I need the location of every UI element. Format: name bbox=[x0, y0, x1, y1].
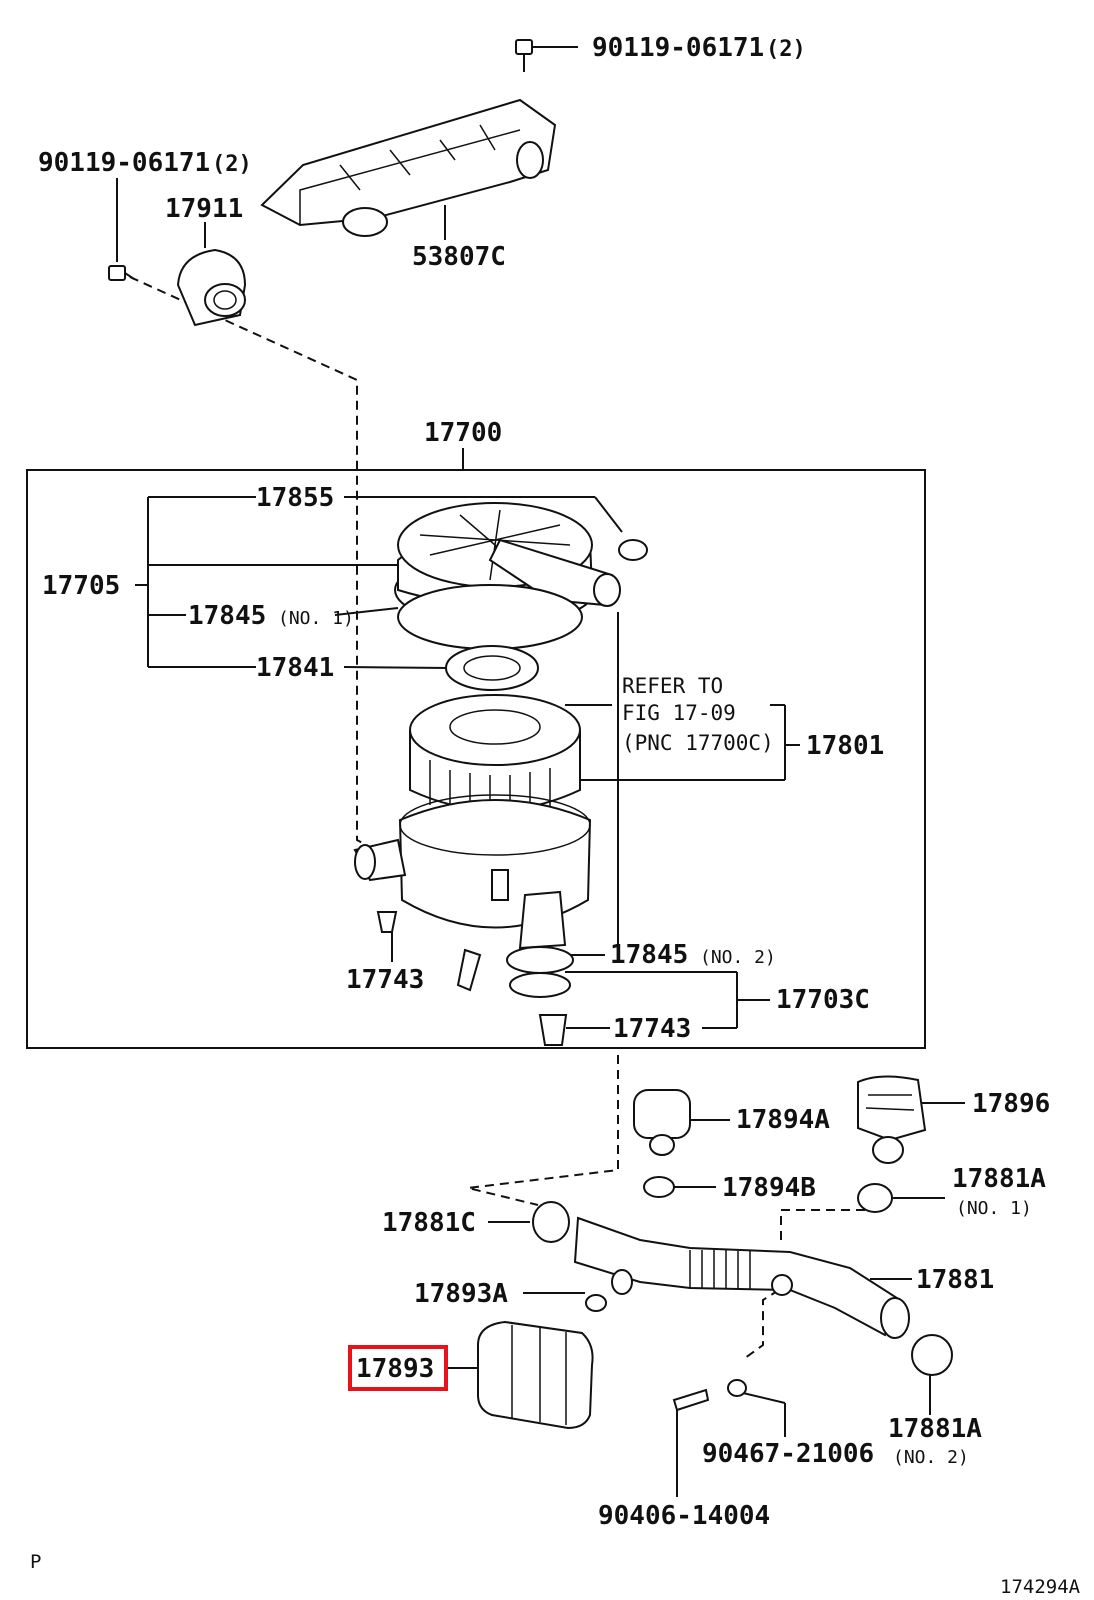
part-number: 17881A bbox=[952, 1164, 1046, 1194]
refer-line-1: REFER TO bbox=[622, 674, 723, 698]
part-label-seal-ring[interactable]: 17841 bbox=[256, 653, 334, 683]
part-label-clip-90467[interactable]: 90467-21006 bbox=[702, 1439, 874, 1469]
duct-shape bbox=[260, 98, 557, 237]
part-label-hose[interactable]: 17881 bbox=[916, 1265, 994, 1295]
part-label-bolt-left[interactable]: 90119-06171 (2) bbox=[38, 148, 252, 178]
clamp-881c-shape bbox=[532, 1201, 570, 1243]
part-note: (NO. 1) bbox=[956, 1198, 1032, 1219]
pin-90406-shape bbox=[672, 1388, 710, 1412]
resonator-a-shape bbox=[633, 1089, 691, 1156]
part-label-duct-top[interactable]: 53807C bbox=[412, 242, 506, 272]
bracket-shape bbox=[176, 248, 247, 327]
clamp-881a-no2-shape bbox=[911, 1334, 953, 1376]
refer-line-2: FIG 17-09 bbox=[622, 701, 736, 725]
part-label-pin-90406[interactable]: 90406-14004 bbox=[598, 1501, 770, 1531]
resonator-893-shape bbox=[477, 1320, 594, 1430]
part-number: 17893 bbox=[356, 1354, 434, 1384]
part-label-resonator-a[interactable]: 17894A bbox=[736, 1105, 830, 1135]
valve-shape bbox=[456, 890, 574, 998]
part-label-clamp-881c[interactable]: 17881C bbox=[382, 1208, 476, 1238]
part-label-element[interactable]: 17801 bbox=[806, 731, 884, 761]
part-label-assembly[interactable]: 17700 bbox=[424, 418, 502, 448]
figure-id: 174294A bbox=[1000, 1576, 1081, 1598]
part-note: (NO. 2) bbox=[700, 947, 776, 968]
part-label-clamp-894b[interactable]: 17894B bbox=[722, 1173, 816, 1203]
part-label-clamp-881a-no1[interactable]: 17881A (NO. 1) bbox=[952, 1164, 1046, 1219]
part-label-gasket-no1[interactable]: 17845 (NO. 1) bbox=[188, 601, 354, 631]
valve-right-shape bbox=[538, 1014, 568, 1046]
clamp-893a-shape bbox=[585, 1294, 607, 1312]
part-qty: (2) bbox=[766, 37, 806, 62]
filter-element-shape bbox=[409, 694, 581, 817]
part-number: 17845 bbox=[610, 940, 688, 970]
part-label-valve-left[interactable]: 17743 bbox=[346, 965, 424, 995]
cap-shape bbox=[618, 539, 648, 561]
resonator-right-shape bbox=[857, 1075, 927, 1164]
bolt-top-shape bbox=[515, 39, 533, 72]
gasket-no1-shape bbox=[397, 584, 583, 650]
leader-lines bbox=[116, 46, 965, 1497]
bolt-left-shape bbox=[108, 265, 135, 281]
clamp-894b-shape bbox=[643, 1176, 675, 1198]
part-label-gasket-no2[interactable]: 17845 (NO. 2) bbox=[610, 940, 776, 970]
assembly-frame bbox=[26, 469, 926, 1049]
part-label-valve-sub[interactable]: 17703C bbox=[776, 985, 870, 1015]
part-label-clamp-881a-no2[interactable]: 17881A (NO. 2) bbox=[888, 1414, 982, 1468]
part-qty: (2) bbox=[212, 152, 252, 177]
corner-letter: P bbox=[30, 1551, 41, 1573]
part-note: (NO. 1) bbox=[278, 608, 354, 629]
part-number: 17845 bbox=[188, 601, 266, 631]
part-label-cap-sub[interactable]: 17855 bbox=[256, 483, 334, 513]
refer-note: REFER TO FIG 17-09 (PNC 17700C) bbox=[622, 674, 774, 755]
part-label-resonator-893[interactable]: 17893 bbox=[348, 1345, 448, 1391]
hose-shape bbox=[573, 1216, 910, 1339]
part-label-bracket-left[interactable]: 17911 bbox=[165, 194, 243, 224]
part-note: (NO. 2) bbox=[893, 1447, 969, 1468]
clamp-881a-no1-shape bbox=[857, 1183, 893, 1213]
part-label-cover-sub[interactable]: 17705 bbox=[42, 571, 120, 601]
seal-ring-shape bbox=[445, 645, 539, 691]
valve-left-shape bbox=[376, 911, 398, 933]
part-number: 90119-06171 bbox=[592, 33, 764, 63]
part-number: 90119-06171 bbox=[38, 148, 210, 178]
part-label-valve-right[interactable]: 17743 bbox=[613, 1014, 691, 1044]
refer-line-3: (PNC 17700C) bbox=[622, 731, 774, 755]
highlight-box bbox=[348, 1345, 448, 1391]
part-number: 17881A bbox=[888, 1414, 982, 1444]
clip-90467-shape bbox=[727, 1379, 747, 1397]
part-label-bolt-top[interactable]: 90119-06171 (2) bbox=[592, 33, 806, 63]
part-label-clamp-893a[interactable]: 17893A bbox=[414, 1279, 508, 1309]
part-label-resonator-right[interactable]: 17896 bbox=[972, 1089, 1050, 1119]
